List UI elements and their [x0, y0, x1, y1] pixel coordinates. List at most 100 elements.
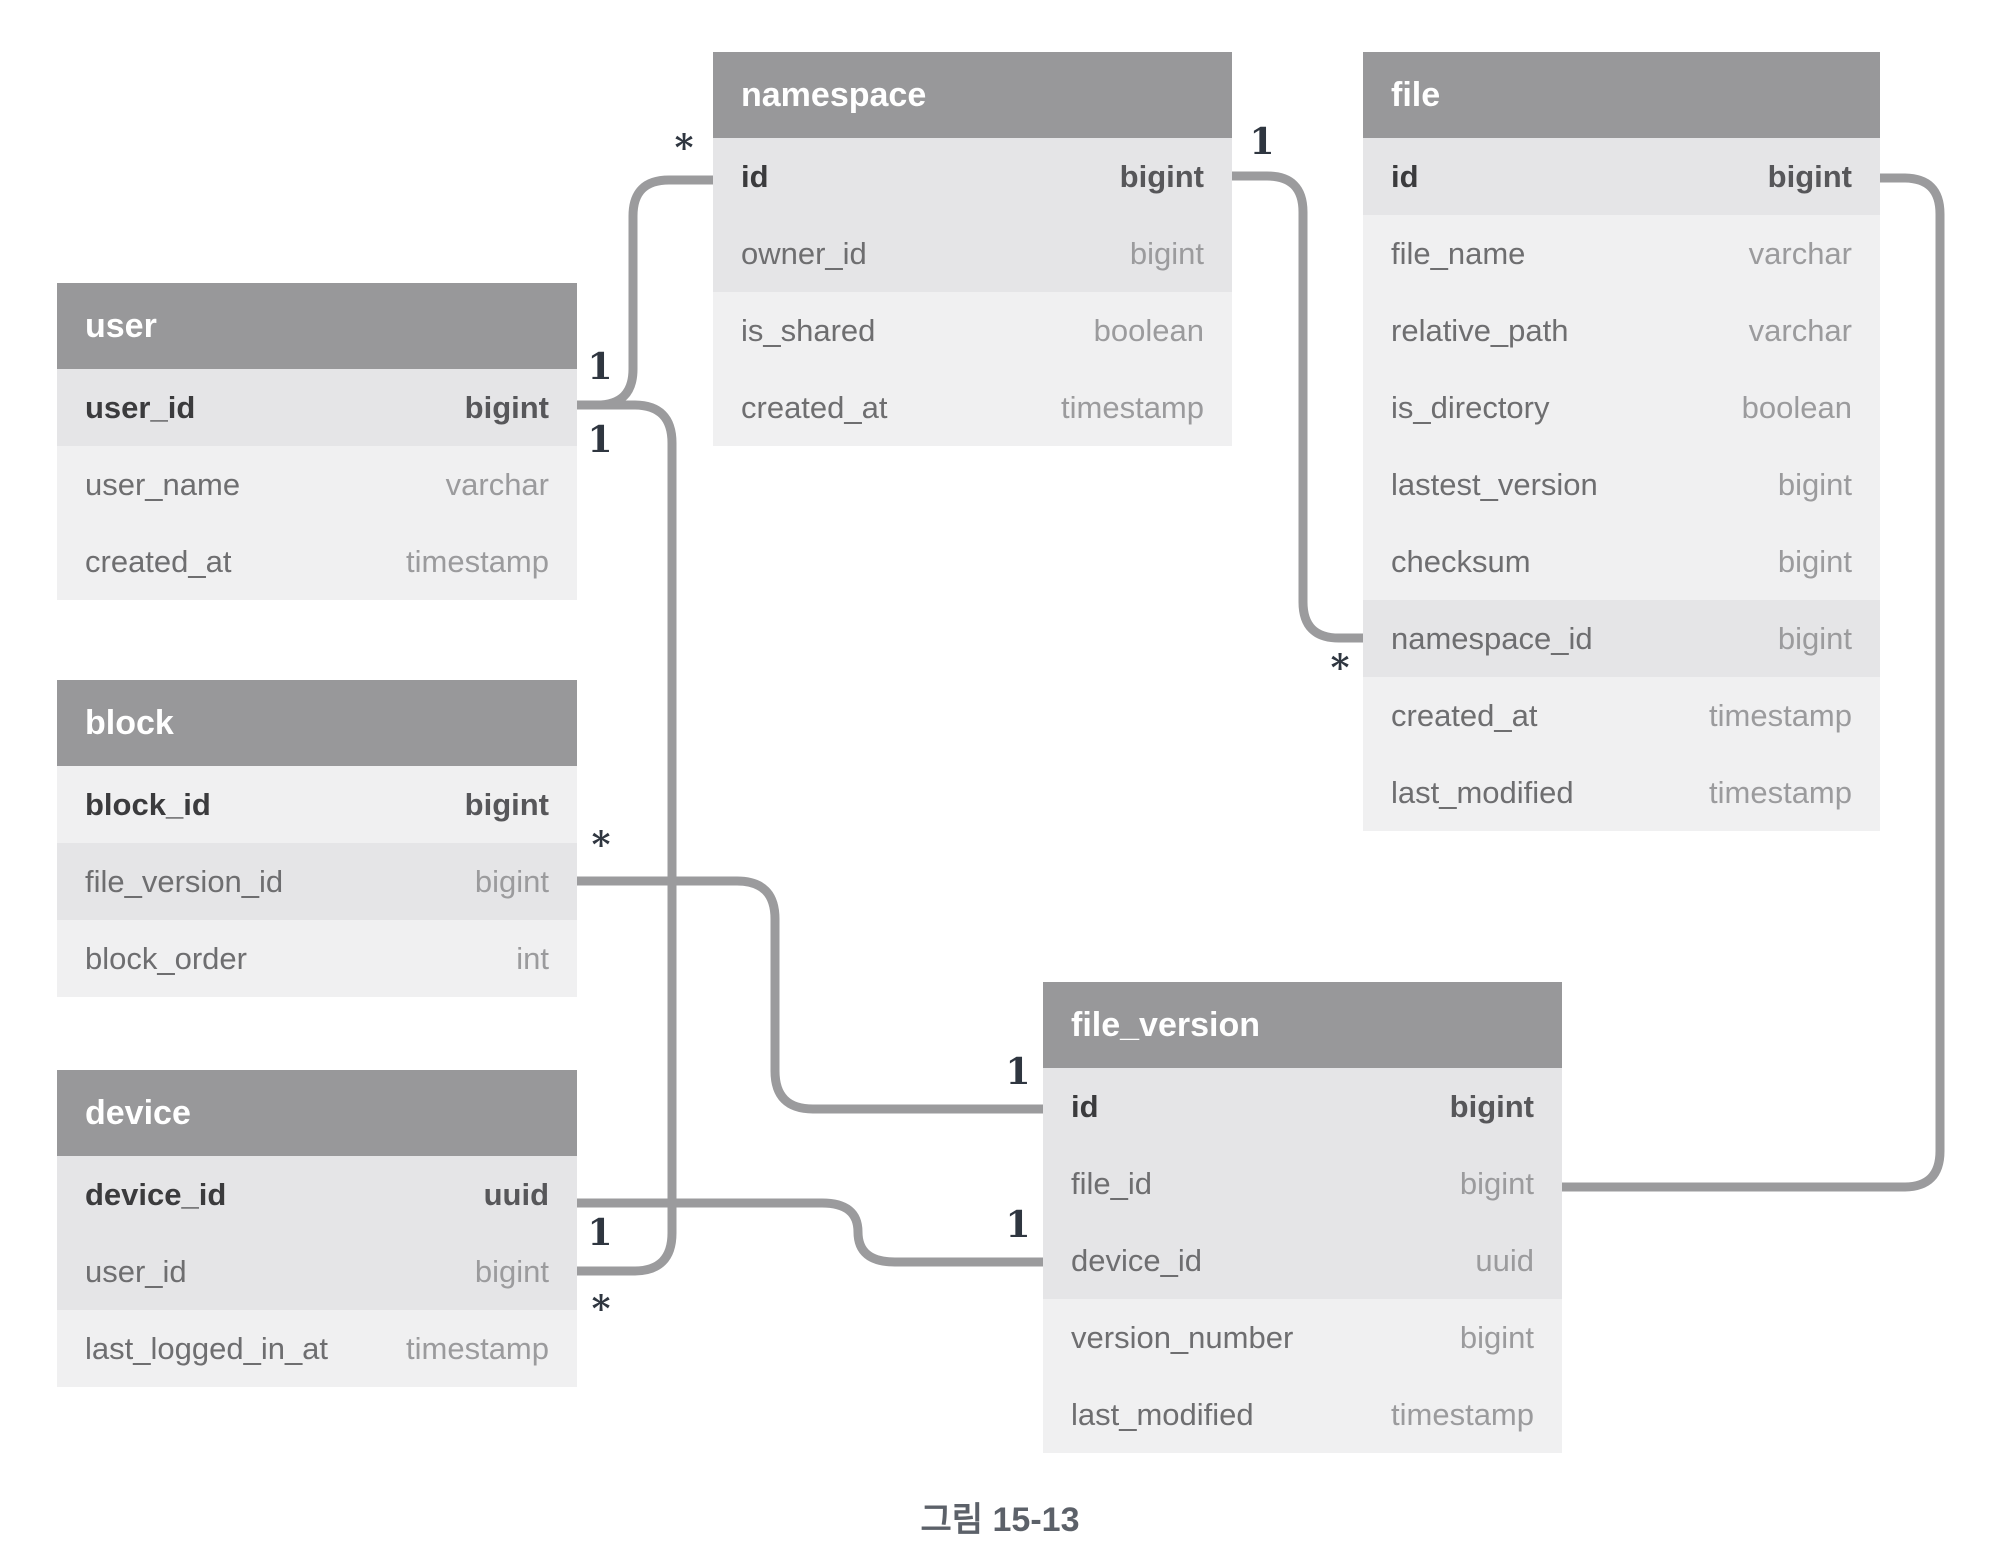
field-type: uuid — [1475, 1242, 1534, 1278]
connector-device-file_version — [573, 1198, 1043, 1267]
field-name: block_id — [85, 786, 211, 822]
cardinality-namespace-file-many: * — [1330, 647, 1350, 689]
field-type: bigint — [1777, 543, 1852, 579]
field-row-file-id: id bigint — [1363, 138, 1880, 215]
field-name: relative_path — [1391, 312, 1569, 348]
connector-namespace-file — [1232, 171, 1363, 643]
field-name: id — [1391, 158, 1419, 194]
field-type: varchar — [1748, 235, 1852, 271]
field-type: bigint — [464, 786, 549, 822]
field-name: version_number — [1071, 1319, 1294, 1355]
table-header-file_version: file_version — [1043, 982, 1562, 1068]
field-type: bigint — [1767, 158, 1852, 194]
figure-caption: 그림 15-13 — [920, 1501, 1080, 1539]
cardinality-user-device-one: 1 — [587, 419, 613, 461]
cardinality-device-file_version-one: 1 — [587, 1212, 613, 1254]
field-name: user_id — [85, 389, 196, 425]
field-name: block_order — [85, 940, 247, 976]
field-type: boolean — [1741, 389, 1852, 425]
field-type: timestamp — [1709, 697, 1852, 733]
field-row-file-relative_path: relative_path varchar — [1363, 292, 1880, 369]
field-row-user-user_name: user_name varchar — [57, 446, 577, 523]
field-name: owner_id — [741, 235, 867, 271]
field-type: int — [516, 940, 549, 976]
field-row-file-lastest_version: lastest_version bigint — [1363, 446, 1880, 523]
connector-user-device — [577, 400, 677, 1276]
field-name: user_id — [85, 1253, 187, 1289]
field-type: bigint — [474, 1253, 549, 1289]
field-type: bigint — [474, 863, 549, 899]
field-row-device-user_id: user_id bigint — [57, 1233, 577, 1310]
field-row-file-file_name: file_name varchar — [1363, 215, 1880, 292]
field-name: file_version_id — [85, 863, 284, 899]
cardinality-user-namespace-one: 1 — [587, 346, 613, 388]
field-name: lastest_version — [1391, 466, 1598, 502]
field-type: bigint — [1459, 1165, 1534, 1201]
table-header-block: block — [57, 680, 577, 766]
field-type: timestamp — [1709, 774, 1852, 810]
field-row-file-created_at: created_at timestamp — [1363, 677, 1880, 754]
field-type: timestamp — [406, 1330, 549, 1366]
field-type: bigint — [1129, 235, 1204, 271]
field-row-block-block_order: block_order int — [57, 920, 577, 997]
table-device: device device_id uuid user_id bigint last_log… — [57, 1070, 577, 1387]
field-type: uuid — [483, 1176, 549, 1212]
field-name: created_at — [85, 543, 232, 579]
field-row-file_version-file_id: file_id bigint — [1043, 1145, 1562, 1222]
field-name: is_directory — [1391, 389, 1550, 425]
field-row-file_version-id: id bigint — [1043, 1068, 1562, 1145]
table-header-device: device — [57, 1070, 577, 1156]
field-type: bigint — [1449, 1088, 1534, 1124]
field-name: device_id — [85, 1176, 227, 1212]
field-name: user_name — [85, 466, 241, 502]
field-row-user-created_at: created_at timestamp — [57, 523, 577, 600]
field-type: timestamp — [406, 543, 549, 579]
field-type: bigint — [1459, 1319, 1534, 1355]
cardinality-namespace-file-one: 1 — [1249, 121, 1275, 163]
table-header-file: file — [1363, 52, 1880, 138]
field-name: checksum — [1391, 543, 1531, 579]
field-name: file_id — [1071, 1165, 1152, 1201]
field-type: bigint — [1119, 158, 1204, 194]
field-name: last_modified — [1071, 1396, 1254, 1432]
field-name: file_name — [1391, 235, 1526, 271]
field-name: is_shared — [741, 312, 876, 348]
field-type: bigint — [1777, 620, 1852, 656]
field-row-device-last_logged_in_at: last_logged_in_at timestamp — [57, 1310, 577, 1387]
cardinality-block-file_version-one: 1 — [1005, 1051, 1031, 1093]
field-type: boolean — [1093, 312, 1204, 348]
field-name: namespace_id — [1391, 620, 1593, 656]
cardinality-user-namespace-many: * — [674, 127, 694, 169]
field-name: id — [1071, 1088, 1099, 1124]
field-row-file-last_modified: last_modified timestamp — [1363, 754, 1880, 831]
field-row-block-block_id: block_id bigint — [57, 766, 577, 843]
connector-block-file_version — [577, 876, 1043, 1114]
field-row-device-device_id: device_id uuid — [57, 1156, 577, 1233]
field-row-file-checksum: checksum bigint — [1363, 523, 1880, 600]
field-name: last_logged_in_at — [85, 1330, 329, 1366]
cardinality-device-file_version-one: 1 — [1005, 1204, 1031, 1246]
cardinality-block-file_version-many: * — [591, 824, 611, 866]
field-type: varchar — [1748, 312, 1852, 348]
field-name: last_modified — [1391, 774, 1574, 810]
field-type: bigint — [1777, 466, 1852, 502]
field-row-namespace-owner_id: owner_id bigint — [713, 215, 1232, 292]
field-name: created_at — [1391, 697, 1538, 733]
field-type: bigint — [464, 389, 549, 425]
field-row-user-user_id: user_id bigint — [57, 369, 577, 446]
connector-file-file_version — [1562, 173, 1945, 1192]
field-type: varchar — [445, 466, 549, 502]
field-row-block-file_version_id: file_version_id bigint — [57, 843, 577, 920]
field-row-file_version-version_number: version_number bigint — [1043, 1299, 1562, 1376]
field-type: timestamp — [1391, 1396, 1534, 1432]
table-header-namespace: namespace — [713, 52, 1232, 138]
